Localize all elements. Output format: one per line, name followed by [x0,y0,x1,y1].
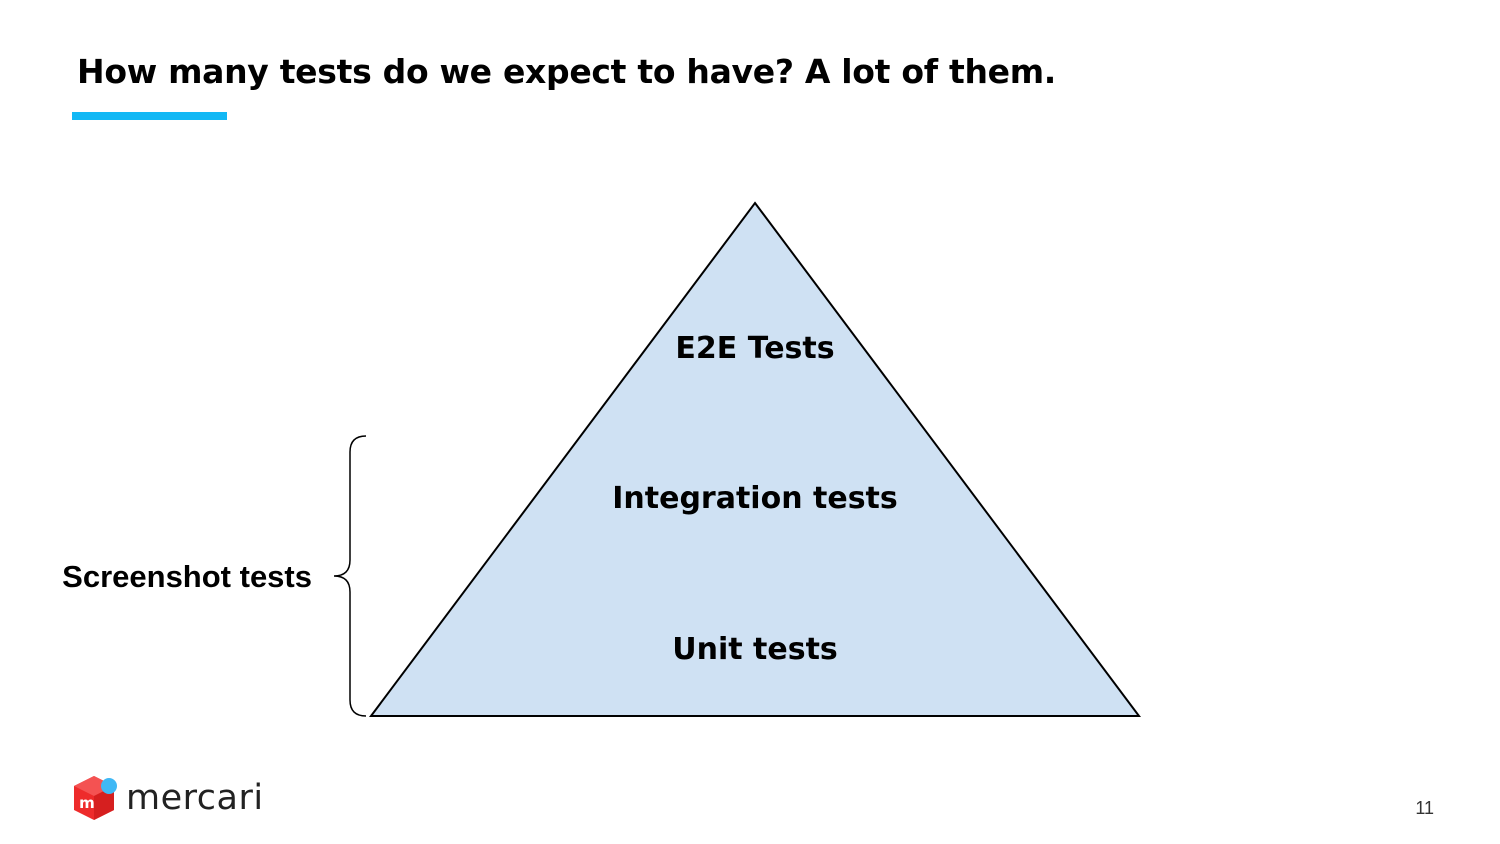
curly-brace-icon [333,435,367,717]
svg-text:m: m [79,794,95,812]
screenshot-tests-label: Screenshot tests [62,559,312,594]
page-number: 11 [1415,798,1434,818]
mercari-wordmark: mercari [126,777,264,818]
mercari-box-icon: m [74,776,117,820]
title-underline [72,112,227,120]
pyramid-tier-integration: Integration tests [612,481,898,516]
pyramid-triangle [369,201,1141,717]
page-title: How many tests do we expect to have? A l… [77,52,1057,91]
pyramid-tier-e2e: E2E Tests [675,331,834,366]
mercari-logo: m mercari [72,774,264,822]
pyramid-tier-unit: Unit tests [672,632,838,667]
